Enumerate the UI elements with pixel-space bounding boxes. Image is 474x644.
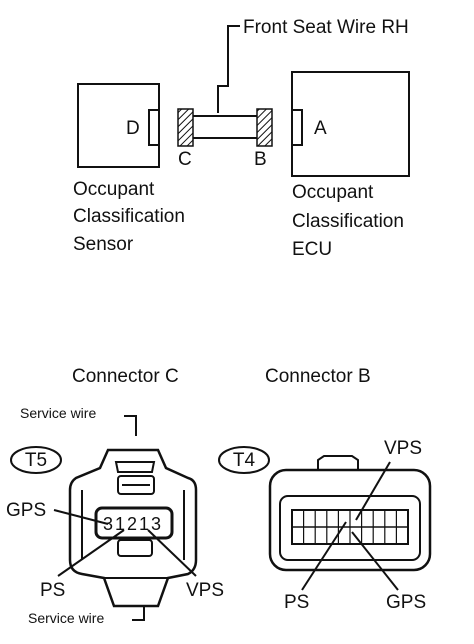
- pin-c-4: 1: [139, 514, 149, 534]
- sensor-name-line-2: Classification: [73, 206, 185, 227]
- sensor-port: [148, 109, 160, 146]
- pin-c-1: 3: [103, 514, 113, 534]
- wire-connector-c: [177, 108, 194, 147]
- connector-b-section: Connector B T4 VPS PS GPS: [218, 366, 432, 613]
- wire-label-leader: [217, 25, 240, 113]
- connector-b-latch: [317, 455, 359, 470]
- service-wire-bottom-label: Service wire: [28, 610, 104, 626]
- connector-c-ps-leader: [57, 529, 125, 577]
- connector-c-section: Connector C Service wire T5 3 1 2 1 3 GP…: [6, 366, 224, 626]
- wire-connector-b: [256, 108, 273, 147]
- connector-b-gps-leader: [351, 531, 399, 591]
- service-wire-top-leader: [124, 415, 137, 436]
- wire-end-right-label: B: [254, 149, 267, 170]
- connector-b-gps-label: GPS: [386, 592, 426, 613]
- connector-b-vps-label: VPS: [384, 438, 422, 459]
- pin-c-3: 2: [127, 514, 137, 534]
- connector-c-code: T5: [25, 450, 47, 471]
- wiring-section: Front Seat Wire RH D A C B Occupant Clas…: [73, 17, 410, 260]
- wire-label: Front Seat Wire RH: [243, 17, 409, 38]
- wire-end-left-label: C: [178, 149, 192, 170]
- ecu-box: [291, 71, 410, 177]
- connector-c-ps-label: PS: [40, 580, 65, 601]
- connector-b-code-oval: [218, 446, 270, 474]
- service-wire-top-label: Service wire: [20, 405, 96, 421]
- sensor-port-label: D: [126, 118, 140, 139]
- ecu-name-line-1: Occupant: [292, 182, 374, 203]
- connector-c-vps-label: VPS: [186, 580, 224, 601]
- connector-b-vps-leader: [355, 461, 391, 521]
- wire-harness: [191, 115, 259, 139]
- connector-b-ps-label: PS: [284, 592, 309, 613]
- connector-b-title: Connector B: [265, 366, 371, 387]
- connector-b-ps-leader: [301, 521, 347, 591]
- sensor-name-line-3: Sensor: [73, 234, 134, 255]
- service-wire-bottom-leader: [132, 606, 145, 621]
- sensor-box: [77, 83, 160, 168]
- connector-c-bottom-latch: [117, 539, 153, 557]
- connector-c-title: Connector C: [72, 366, 179, 387]
- pin-c-2: 1: [115, 514, 125, 534]
- connector-c-pin-area: [94, 506, 174, 540]
- connector-b-pin-grid: [291, 509, 409, 545]
- sensor-name-line-1: Occupant: [73, 179, 155, 200]
- pin-c-5: 3: [151, 514, 161, 534]
- connector-c-vps-leader: [147, 529, 197, 577]
- ecu-name-line-2: Classification: [292, 211, 404, 232]
- connector-c-code-oval: [10, 446, 62, 474]
- ecu-port-label: A: [314, 118, 327, 139]
- connector-c-gps-leader: [53, 509, 109, 525]
- connector-b-code: T4: [233, 450, 256, 471]
- ecu-name-line-3: ECU: [292, 239, 332, 260]
- connector-c-latch: [114, 461, 156, 473]
- connector-c-gps-label: GPS: [6, 500, 46, 521]
- ecu-port: [291, 109, 303, 146]
